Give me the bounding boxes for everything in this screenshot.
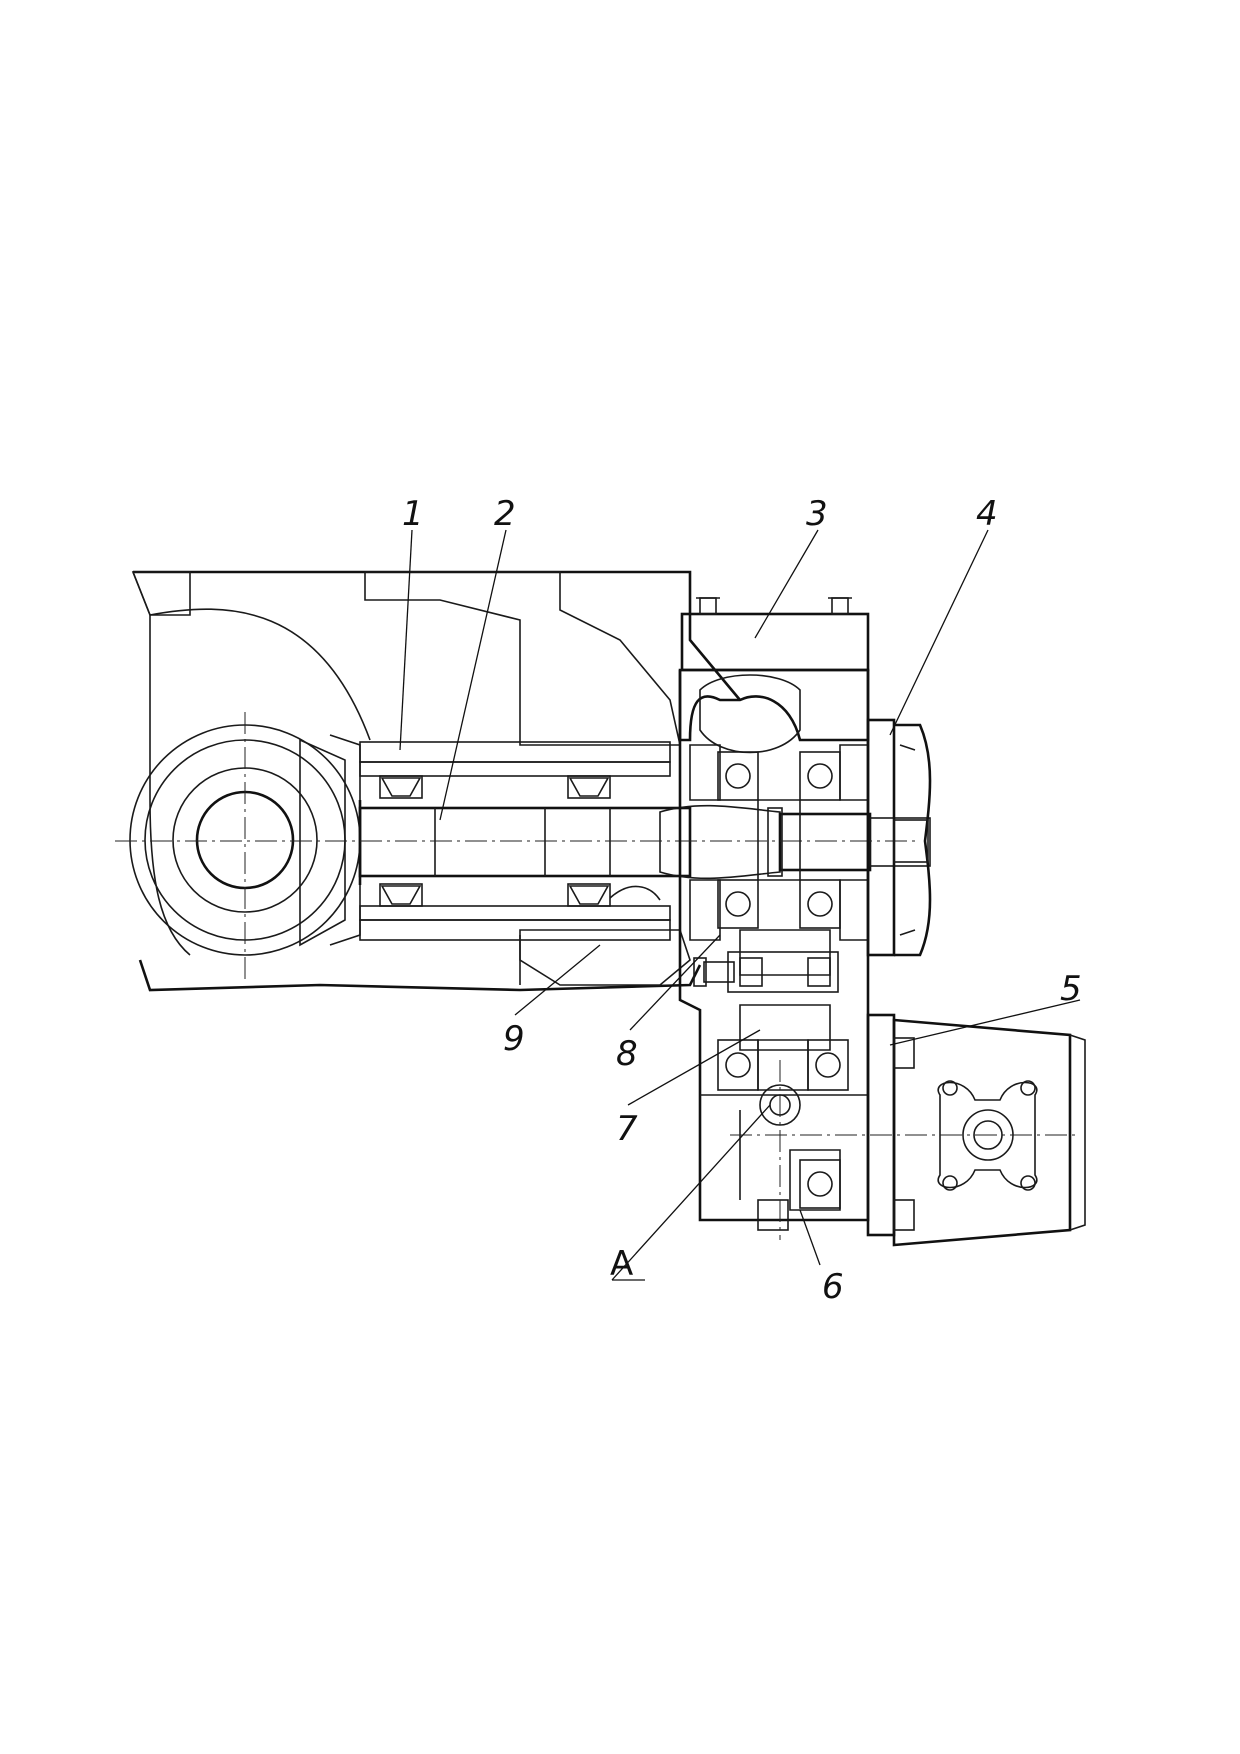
- lower-ball-bearing-right: [799, 879, 841, 929]
- pump-unit: [730, 1013, 1086, 1247]
- callout-3: 3: [806, 494, 828, 534]
- bearing-rollers: [379, 775, 611, 907]
- tapered-bearing-sleeve: [359, 741, 671, 941]
- callout-6: 6: [822, 1267, 844, 1307]
- coupling: [693, 951, 839, 993]
- callout-5: 5: [1060, 969, 1082, 1009]
- lower-stage-bearing-right: [807, 1039, 849, 1091]
- shaft: [358, 800, 931, 885]
- callout-a: A: [610, 1244, 633, 1284]
- bottom-bearing: [799, 1159, 841, 1209]
- callout-7: 7: [616, 1109, 638, 1149]
- lower-stage-bearing-left: [717, 1039, 759, 1091]
- upper-ball-bearing-left: [717, 751, 759, 801]
- drain-plug: [757, 1199, 789, 1231]
- callout-1: 1: [402, 494, 424, 534]
- axle-housing: [131, 570, 741, 992]
- bevel-gear: [129, 712, 361, 980]
- callout-labels: 1 2 3 4 5 6 7 8 9 A: [402, 494, 1082, 1307]
- lower-ball-bearing-left: [717, 879, 759, 929]
- gearbox-housing: [678, 597, 870, 1231]
- callout-leaders: [399, 529, 1081, 1281]
- cover-bolt-left: [696, 597, 720, 615]
- callout-9: 9: [503, 1019, 525, 1059]
- callout-4: 4: [976, 494, 998, 534]
- top-cover: [680, 612, 870, 672]
- upper-ball-bearing-right: [799, 751, 841, 801]
- cover-bolt-right: [828, 597, 852, 615]
- callout-2: 2: [494, 494, 516, 534]
- output-flange: [866, 718, 932, 957]
- callout-8: 8: [616, 1034, 638, 1074]
